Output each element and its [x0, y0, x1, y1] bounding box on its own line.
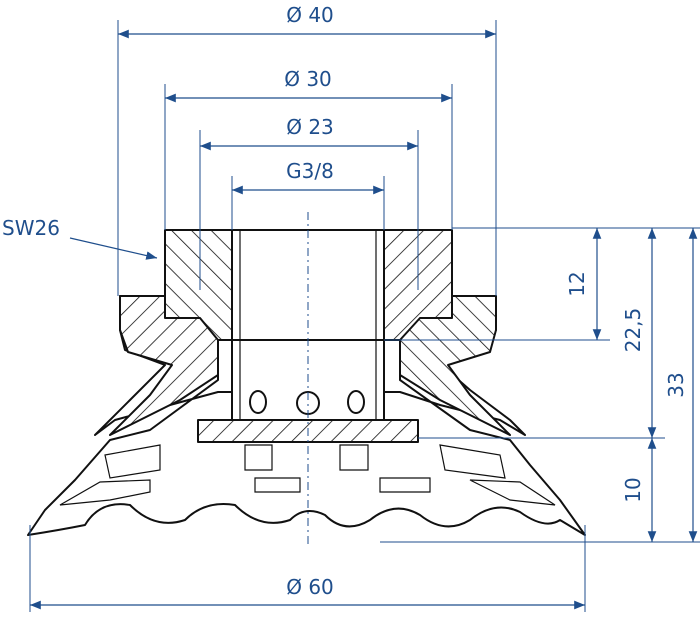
extension-lines	[29, 20, 700, 612]
dim-thread: G3/8	[286, 159, 334, 183]
part-section	[27, 212, 586, 545]
dim-diameter-30: Ø 30	[284, 67, 332, 91]
dim-diameter-60: Ø 60	[286, 575, 334, 599]
dim-wrench-size: SW26	[2, 216, 60, 240]
dim-height-10: 10	[621, 477, 645, 502]
dim-height-22-5: 22,5	[621, 308, 645, 353]
dim-diameter-23: Ø 23	[286, 115, 334, 139]
dim-height-33: 33	[664, 372, 688, 397]
dim-diameter-40: Ø 40	[286, 3, 334, 27]
dim-height-12: 12	[565, 271, 589, 296]
dimension-labels: Ø 40 Ø 30 Ø 23 G3/8 SW26 Ø 60 12 22,5 33…	[2, 3, 688, 599]
dimension-lines	[29, 29, 698, 610]
